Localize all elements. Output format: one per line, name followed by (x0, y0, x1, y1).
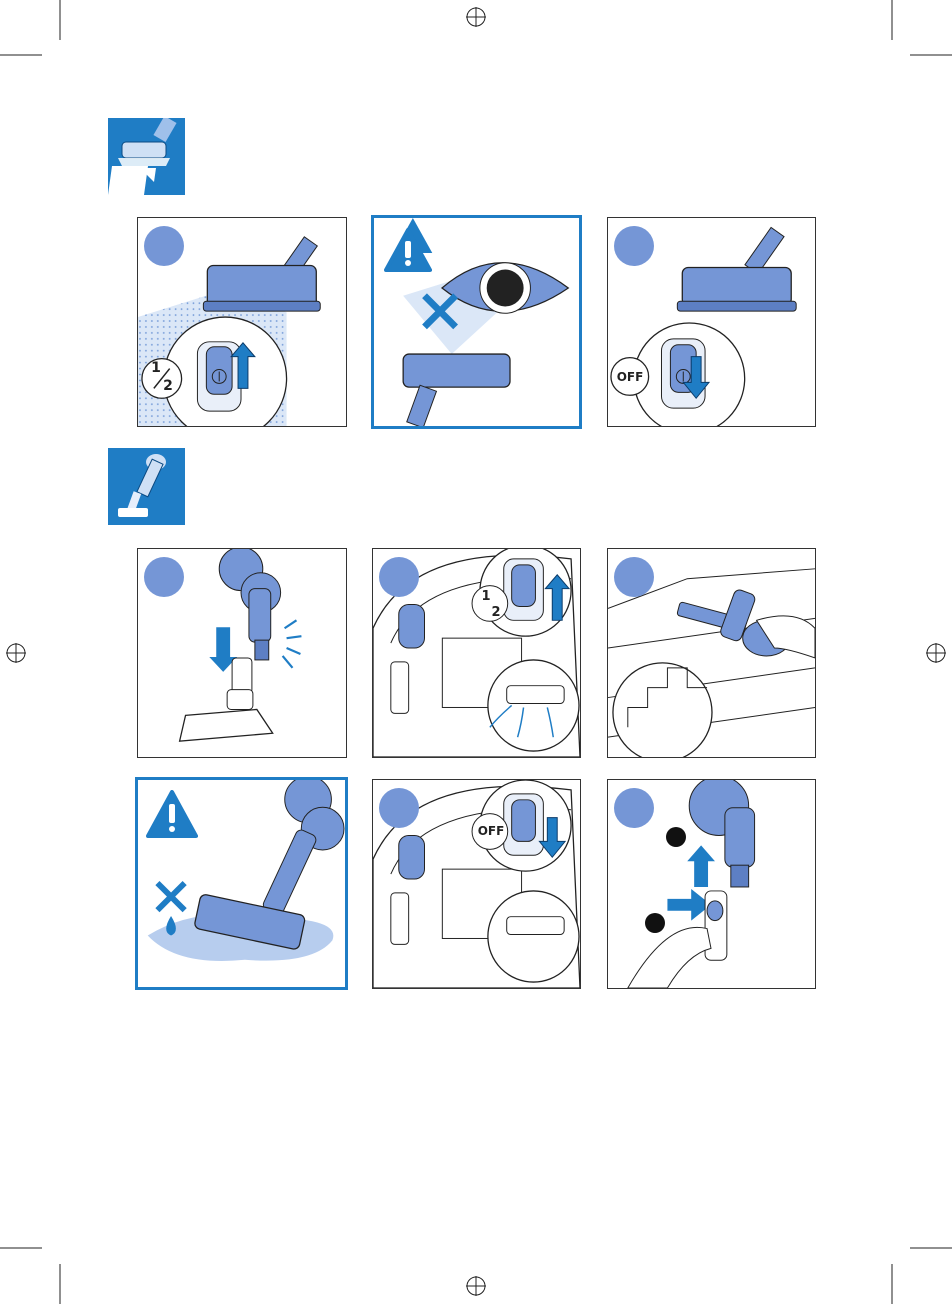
panel-steam-switch-on: 1 2 (137, 217, 347, 427)
fraction-top-label: 1 (148, 360, 164, 376)
panel-stairs-cleaning (607, 548, 816, 758)
step-circle (614, 788, 654, 828)
panel-handheld-switch-on: 1 2 (372, 548, 581, 758)
panel-warning-water (135, 777, 348, 990)
sub-step-dot (645, 913, 665, 933)
step-circle (614, 557, 654, 597)
off-label: OFF (612, 370, 648, 384)
steam-floor-nozzle-icon (108, 118, 185, 195)
sub-step-dot (666, 827, 686, 847)
fraction-bottom-label: 2 (489, 605, 503, 620)
step-circle (379, 788, 419, 828)
step-circle (144, 226, 184, 266)
off-label: OFF (473, 824, 509, 838)
step-circle (379, 557, 419, 597)
panel-steam-switch-off: OFF (607, 217, 816, 427)
exclamation-triangle-icon (146, 790, 198, 838)
panel-warning-eye (371, 215, 582, 429)
step-circle (614, 226, 654, 266)
step-circle (144, 557, 184, 597)
panel-detach-nozzle (607, 779, 816, 989)
fraction-top-label: 1 (479, 589, 493, 604)
panel-attach-nozzle (137, 548, 347, 758)
fraction-bottom-label: 2 (160, 378, 176, 394)
handheld-vacuum-icon (108, 448, 185, 525)
exclamation-triangle-icon (384, 228, 432, 272)
panel-handheld-switch-off: OFF (372, 779, 581, 989)
